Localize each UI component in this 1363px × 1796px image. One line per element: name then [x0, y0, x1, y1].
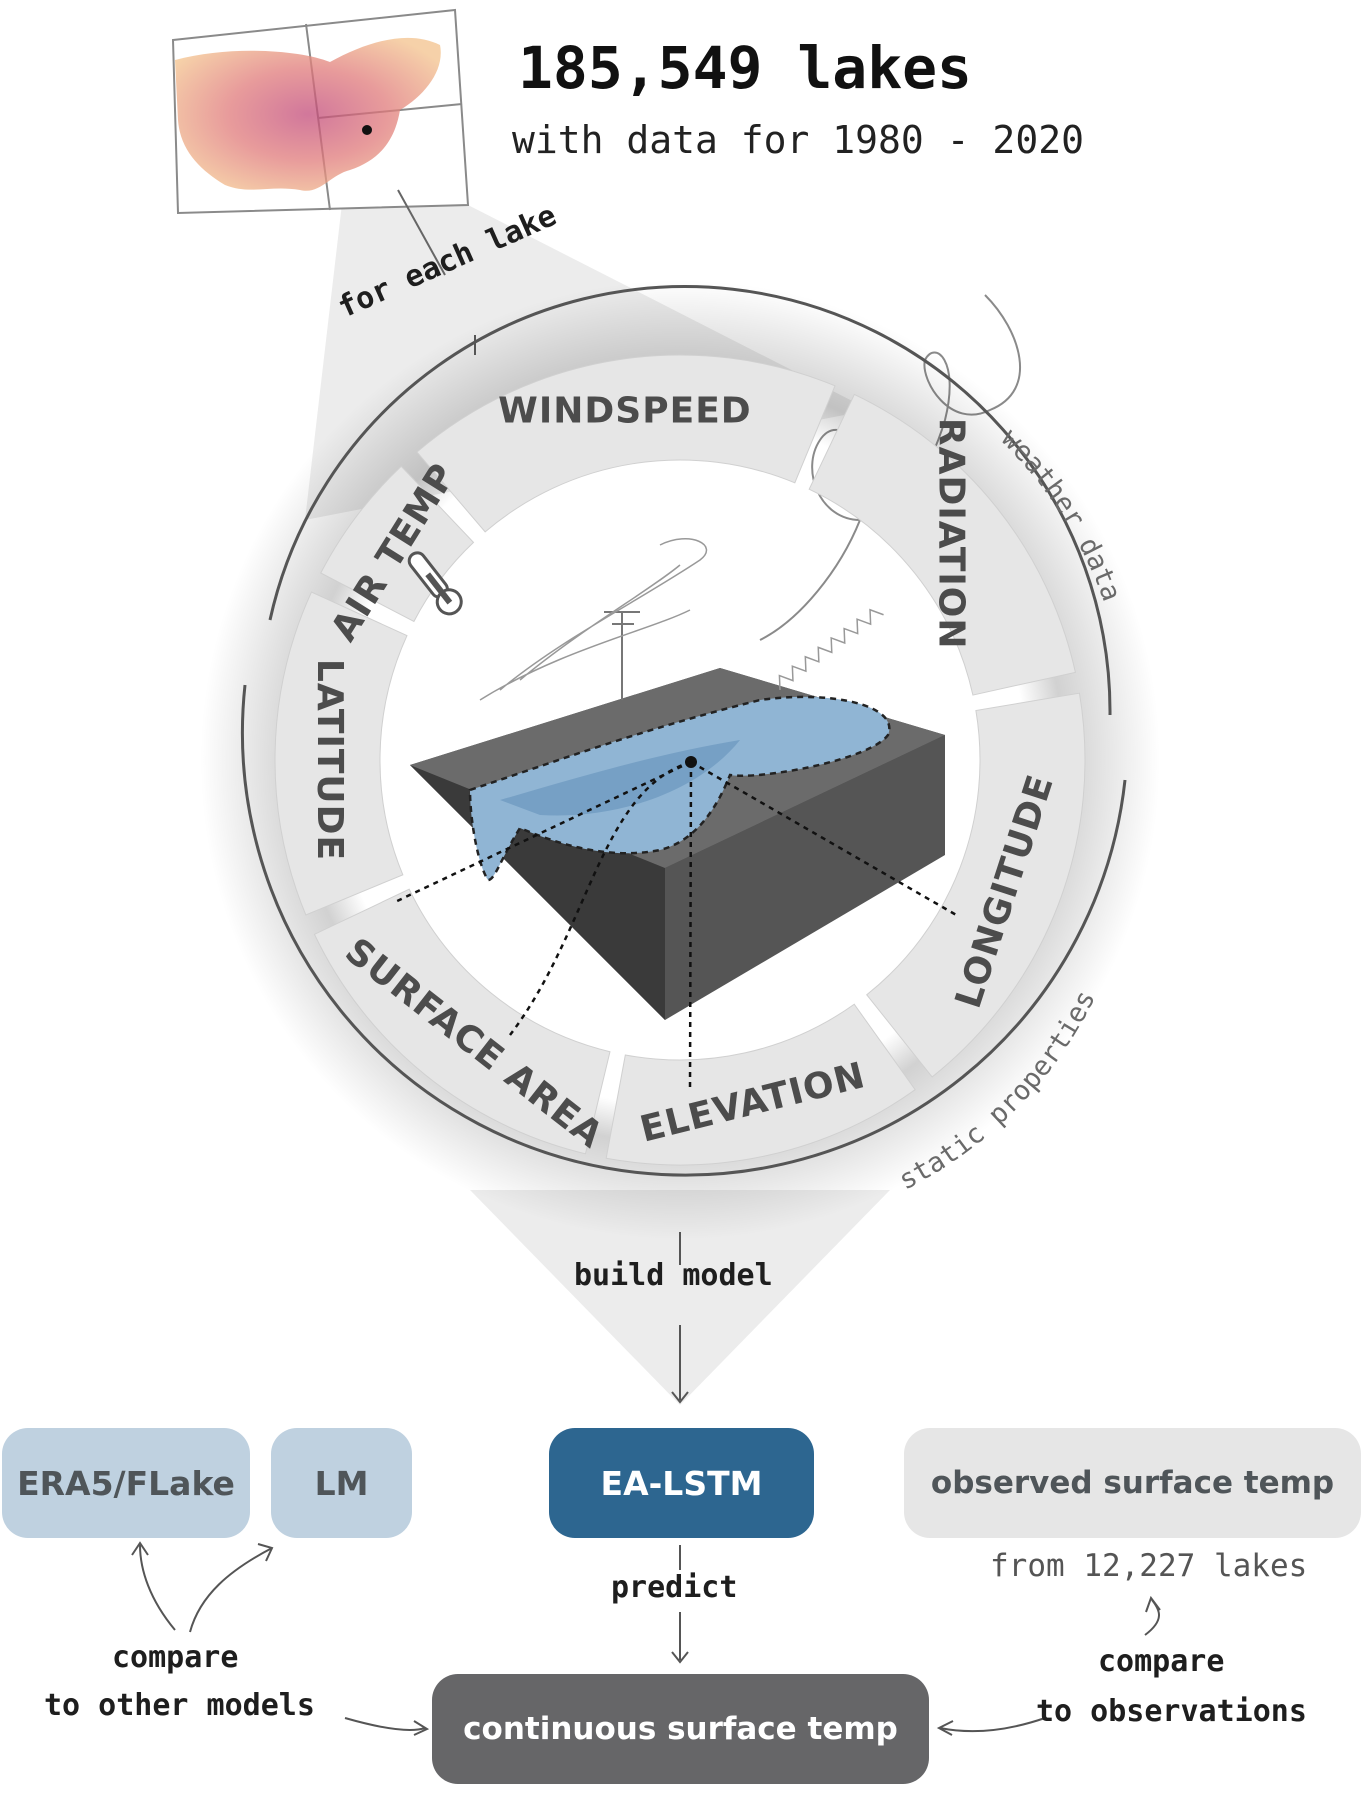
segment-label-latitude: LATITUDE [309, 659, 350, 861]
ea-lstm-box: EA-LSTM [549, 1428, 814, 1538]
thermometer-icon [407, 551, 463, 616]
anemometer-icon [604, 611, 640, 700]
lake-block-icon [394, 668, 959, 1091]
date-range-subtitle: with data for 1980 - 2020 [512, 118, 1084, 162]
lake-count-title: 185,549 lakes [518, 34, 972, 102]
build-model-label: build model [574, 1258, 773, 1293]
segment-label-windspeed: WINDSPEED [498, 390, 752, 431]
ring-segment-radiation [808, 393, 1076, 696]
static-arc [240, 684, 1127, 1177]
ring-segment-longitude [866, 692, 1086, 1078]
compare-models-line2: to other models [44, 1688, 315, 1723]
compare-obs-line2: to observations [1036, 1694, 1307, 1729]
compare-obs-line1: compare [1098, 1644, 1225, 1679]
lm-box: LM [271, 1428, 412, 1538]
wind-swirl-icon [479, 538, 708, 701]
connector-lines [131, 335, 1161, 1736]
predict-label: predict [611, 1570, 738, 1605]
segment-label-radiation: RADIATION [931, 418, 972, 650]
us-map-icon [171, 8, 470, 276]
radiation-wave-icon [778, 608, 884, 691]
observed-surface-temp-box: observed surface temp [904, 1428, 1361, 1538]
ring-segment-surface-area [313, 888, 611, 1155]
ring-segment-elevation [605, 1003, 916, 1166]
weather-arc [268, 285, 1112, 716]
bottom-funnel [470, 1190, 890, 1405]
compare-models-line1: compare [112, 1640, 239, 1675]
from-lakes-label: from 12,227 lakes [990, 1548, 1308, 1584]
ring-segment-windspeed [416, 354, 836, 533]
ring-segment-latitude [274, 591, 408, 916]
era5-flake-box: ERA5/FLake [2, 1428, 250, 1538]
continuous-surface-temp-box: continuous surface temp [432, 1674, 929, 1784]
